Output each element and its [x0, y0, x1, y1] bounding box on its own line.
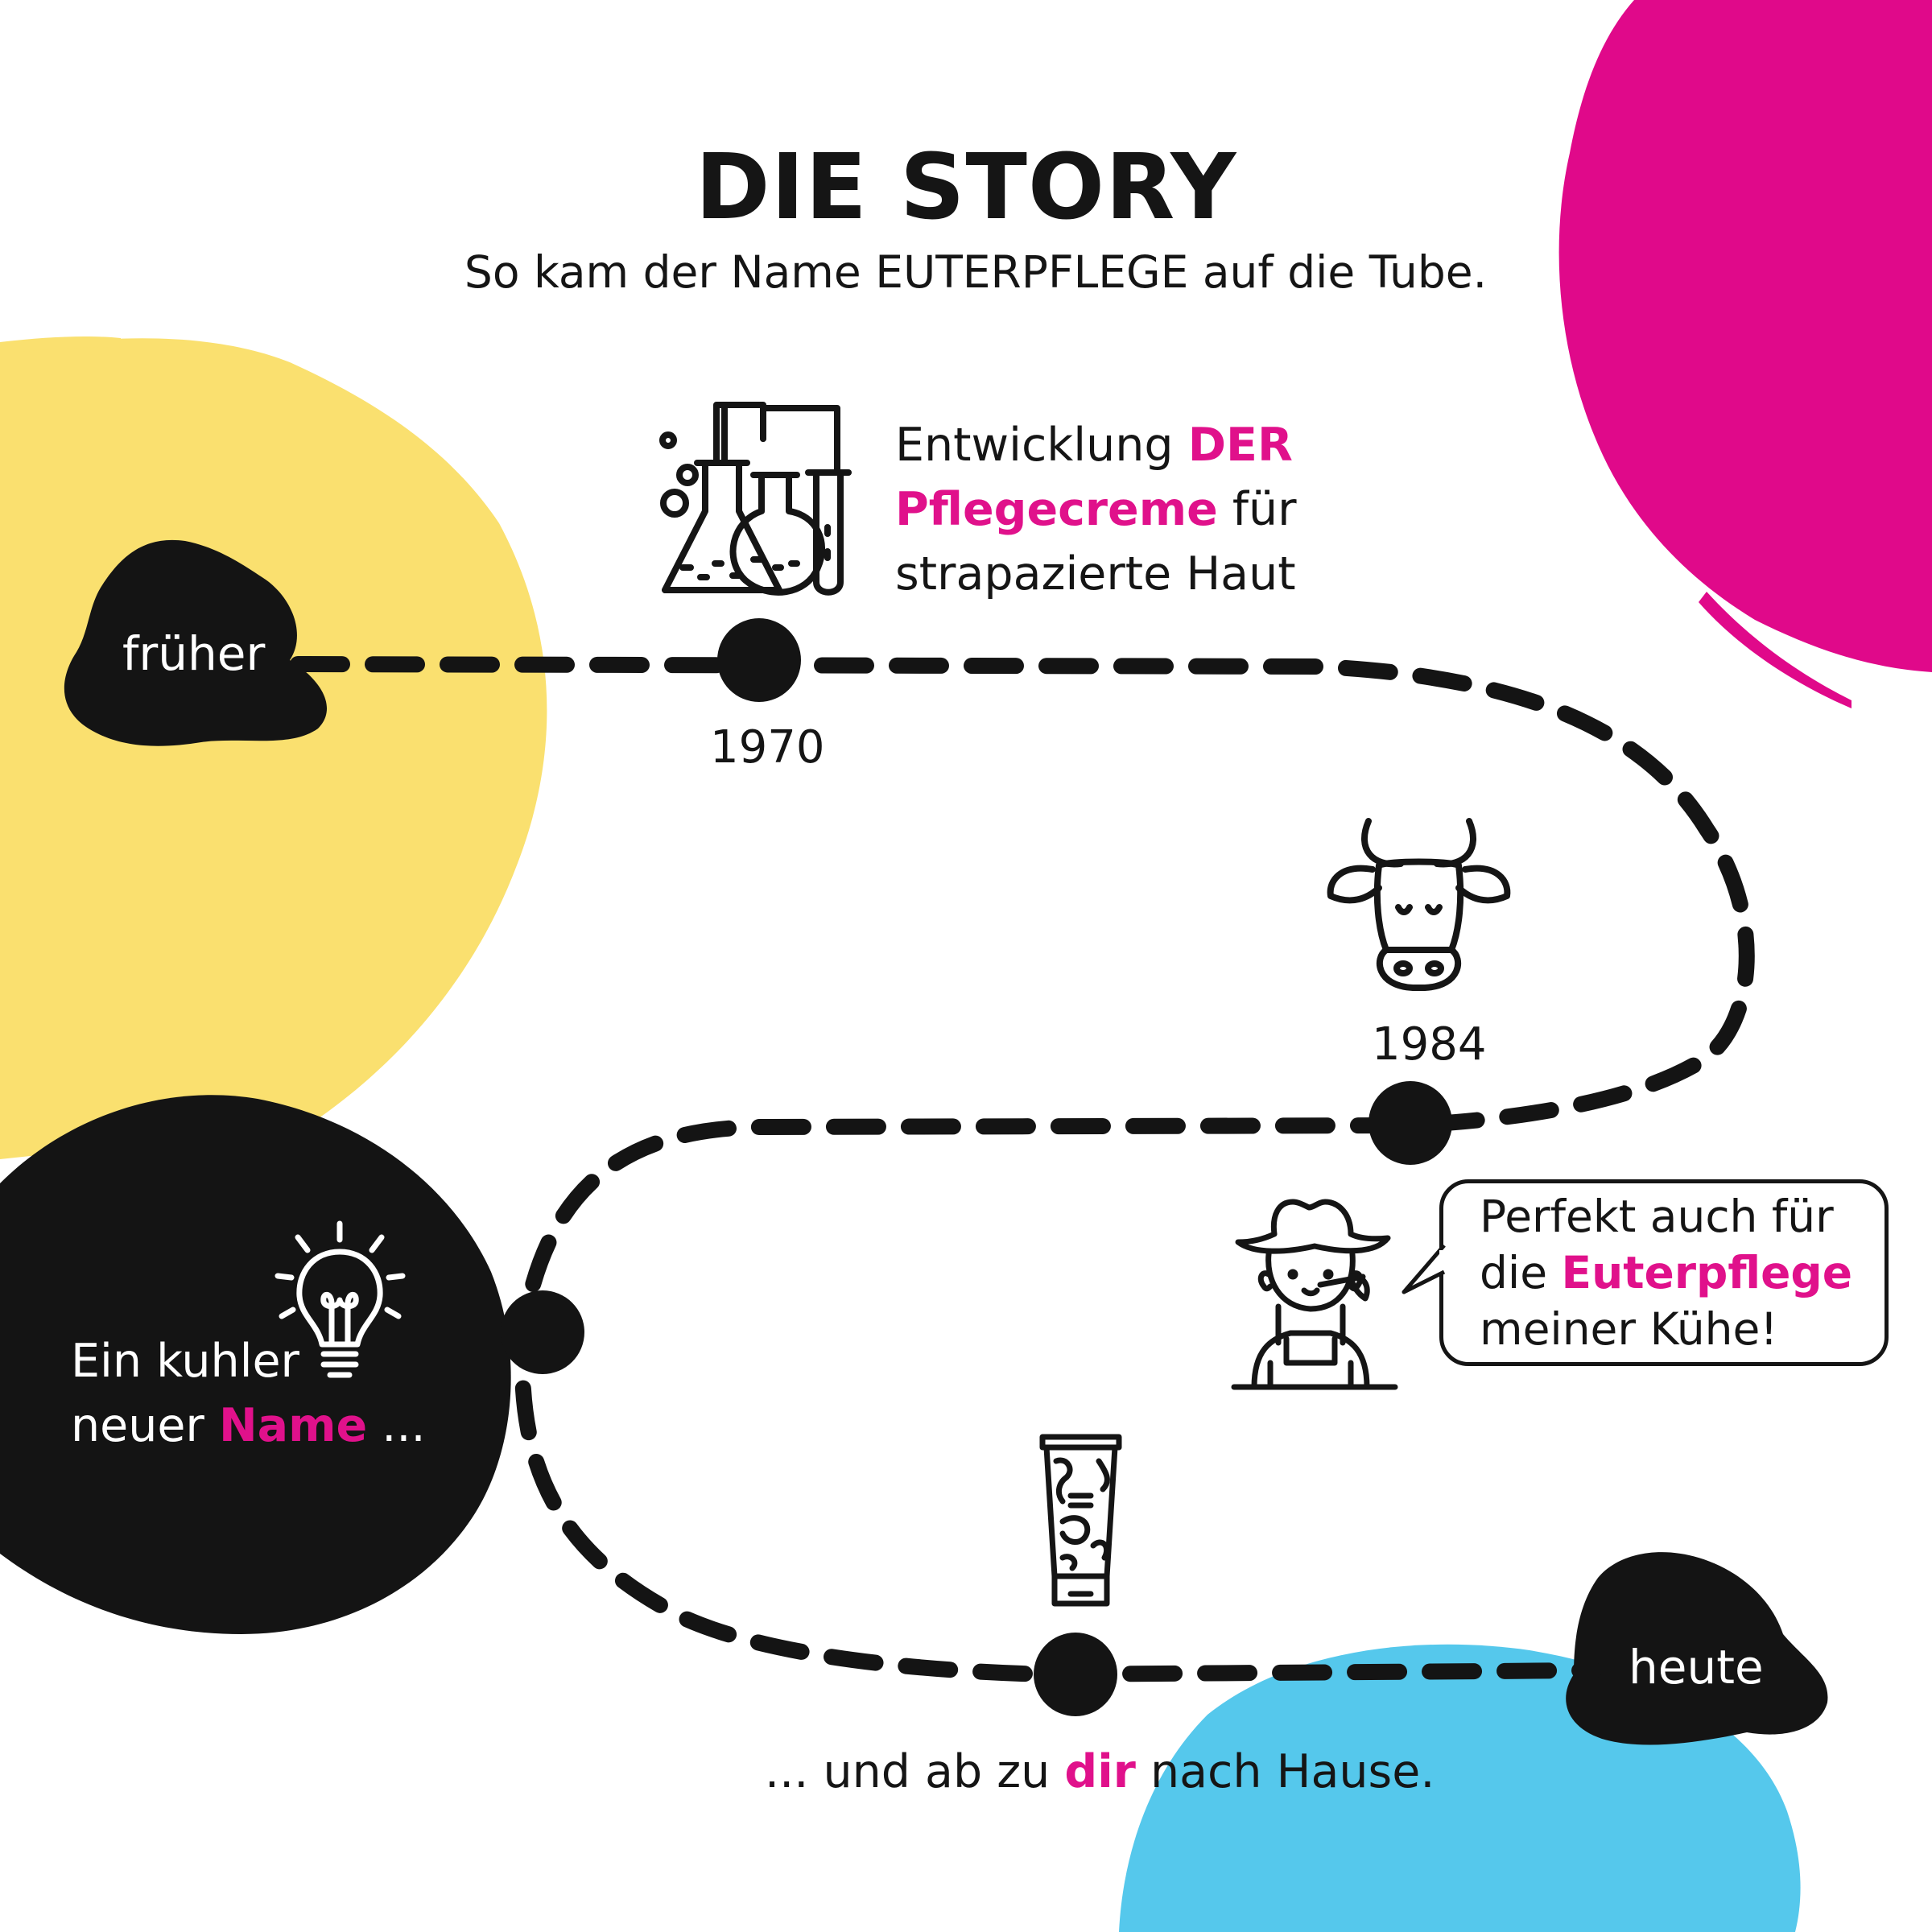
- speech-bubble-tail: [1402, 1244, 1451, 1294]
- yellow-paint-blob: [0, 338, 547, 1159]
- idea-line-2: neuer: [71, 1399, 219, 1452]
- timeline-node-1984: [1368, 1081, 1452, 1165]
- milestone-1970-highlight-2: Pflegecreme: [895, 483, 1218, 536]
- black-paint-blob: [0, 1095, 511, 1634]
- cream-tube-icon: [1039, 1434, 1122, 1607]
- speech-line-2: die: [1480, 1247, 1562, 1298]
- timeline-node-today: [1034, 1633, 1117, 1716]
- timeline-path: [290, 656, 1755, 1683]
- milestone-1970-year: 1970: [710, 721, 825, 774]
- magenta-paint-blob: [1558, 0, 1932, 672]
- idea-highlight: Name: [218, 1399, 368, 1452]
- speech-bubble: [1439, 1179, 1889, 1366]
- start-label: früher: [122, 626, 266, 681]
- today-highlight: dir: [1064, 1745, 1136, 1798]
- cow-head-icon: [1327, 818, 1511, 991]
- idea-line-1: Ein kuhler: [71, 1335, 299, 1388]
- end-label: heute: [1629, 1640, 1764, 1695]
- idea-text: Ein kuhler neuer Name ...: [71, 1329, 426, 1458]
- speech-line-3: meiner Kühe!: [1480, 1303, 1778, 1355]
- yellow-brush-edge: [0, 336, 121, 354]
- milestone-1970-text-part: Entwicklung: [895, 419, 1188, 472]
- today-text-part: ... und ab zu: [765, 1745, 1065, 1798]
- page-subtitle: So kam der Name EUTERPFLEGE auf die Tube…: [464, 246, 1488, 298]
- milestone-1970-highlight: DER: [1187, 419, 1293, 472]
- speech-line-1: Perfekt auch für: [1480, 1191, 1834, 1242]
- milestone-1970-text-part-3: strapazierte Haut: [895, 547, 1296, 601]
- idea-line-2-end: ...: [367, 1399, 426, 1452]
- timeline-node-idea: [501, 1290, 584, 1374]
- milestone-1970-description: Entwicklung DER Pflegecreme für strapazi…: [895, 413, 1297, 606]
- today-text: ... und ab zu dir nach Hause.: [765, 1740, 1435, 1804]
- speech-bubble-text: Perfekt auch für die Euterpflege meiner …: [1480, 1188, 1852, 1357]
- milestone-1970-text-part-2: für: [1217, 483, 1297, 536]
- end-label-blob: [1566, 1552, 1828, 1745]
- page-title: DIE STORY: [695, 135, 1237, 240]
- magenta-brush-streak: [1699, 592, 1852, 708]
- lightbulb-icon: [275, 1220, 406, 1378]
- speech-highlight: Euterpflege: [1561, 1247, 1853, 1298]
- timeline-node-1970: [717, 618, 801, 702]
- laboratory-flasks-icon: [659, 402, 852, 596]
- milestone-1984-year: 1984: [1372, 1018, 1487, 1071]
- today-text-part-2: nach Hause.: [1135, 1745, 1435, 1798]
- farmer-icon: [1231, 1199, 1398, 1390]
- start-label-blob: [64, 539, 328, 746]
